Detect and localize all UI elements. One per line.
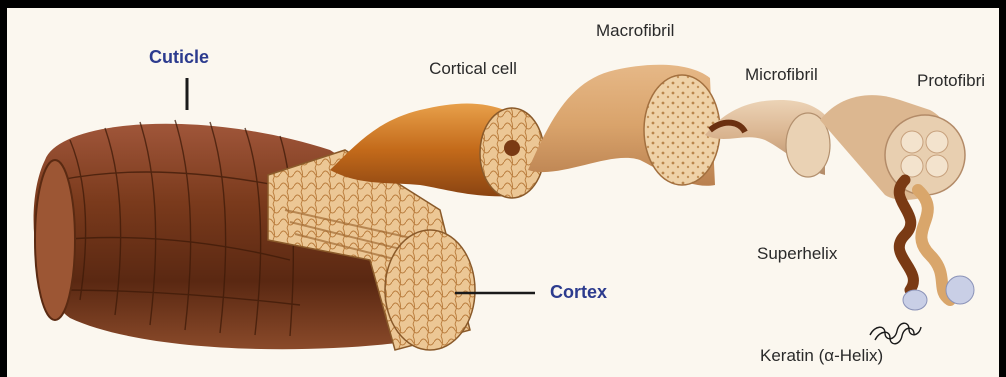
cortical-cell-label: Cortical cell bbox=[428, 58, 518, 80]
cuticle-label: Cuticle bbox=[149, 48, 209, 68]
microfibril-label: Microfibril bbox=[745, 66, 818, 85]
macrofibril bbox=[528, 65, 720, 186]
protofibril-label: Protofibri bbox=[917, 72, 985, 91]
macrofibril-label: Macrofibril bbox=[596, 22, 674, 41]
keratin-label: Keratin (α-Helix) bbox=[760, 347, 883, 366]
superhelix-label: Superhelix bbox=[757, 245, 837, 264]
microfibril bbox=[705, 100, 830, 177]
keratin-alpha-helix bbox=[870, 323, 921, 344]
cortex-label: Cortex bbox=[550, 283, 607, 303]
protofibril bbox=[820, 95, 965, 200]
